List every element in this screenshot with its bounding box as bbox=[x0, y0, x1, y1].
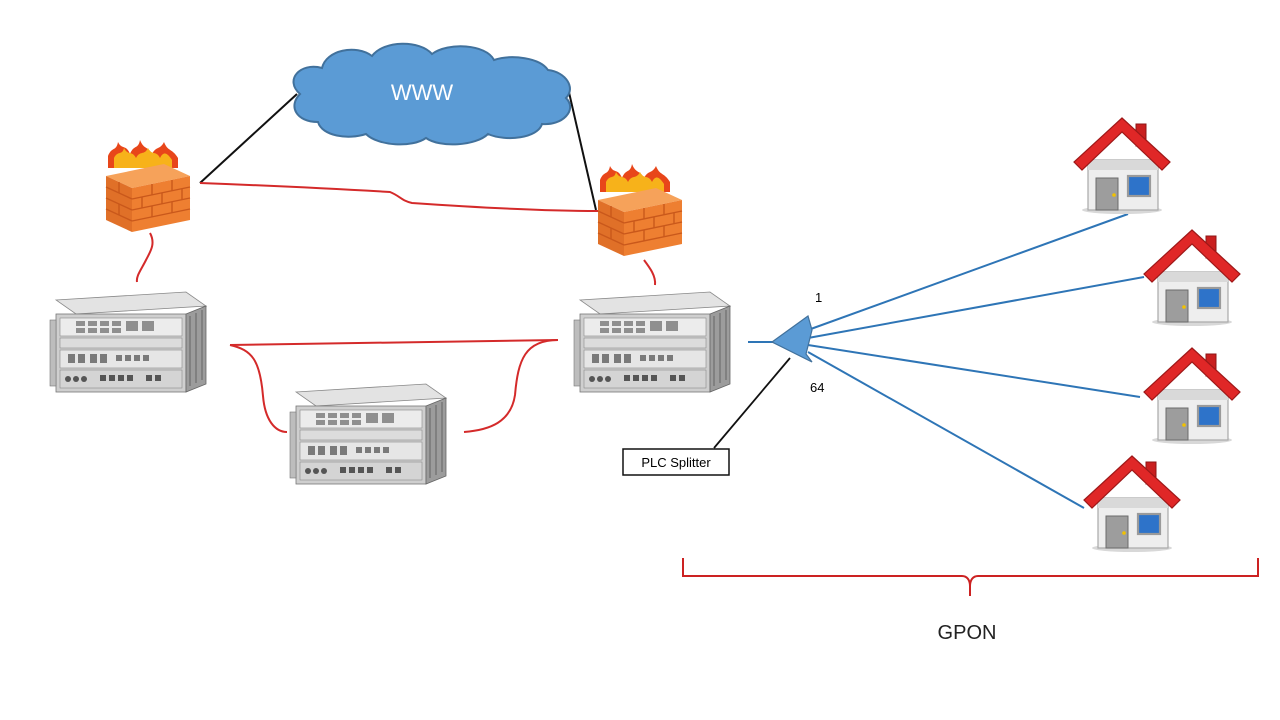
drop-fiber-2 bbox=[807, 276, 1145, 339]
firewall-olt-link-right bbox=[643, 259, 657, 286]
firewall-olt-link-left bbox=[135, 232, 154, 283]
firewall-icon bbox=[105, 139, 191, 233]
wan-link-right bbox=[567, 87, 597, 211]
house-icon bbox=[1082, 454, 1182, 554]
drop-fiber-3 bbox=[807, 344, 1141, 398]
splitter-port-first: 1 bbox=[815, 290, 822, 305]
gpon-label: GPON bbox=[938, 622, 997, 644]
wan-link-left bbox=[199, 93, 298, 184]
olt-link-top bbox=[229, 339, 559, 346]
gpon-brace bbox=[682, 558, 1259, 596]
splitter-label-box bbox=[622, 448, 730, 476]
drop-fiber-4 bbox=[807, 351, 1085, 509]
olt-link-bottom-left bbox=[229, 344, 288, 433]
olt-chassis-icon bbox=[289, 383, 447, 485]
splitter-callout-line bbox=[713, 357, 791, 449]
firewall-link bbox=[199, 182, 599, 212]
house-icon bbox=[1142, 228, 1242, 328]
splitter-port-last: 64 bbox=[810, 380, 824, 395]
olt-chassis-icon bbox=[49, 291, 207, 393]
splitter-label: PLC Splitter bbox=[641, 455, 711, 470]
cloud-label: WWW bbox=[391, 80, 454, 105]
splitter-icon bbox=[770, 315, 813, 363]
drop-fiber-1 bbox=[807, 213, 1129, 331]
olt-link-bottom-right bbox=[463, 339, 559, 433]
firewall-icon bbox=[597, 163, 683, 257]
house-icon bbox=[1142, 346, 1242, 446]
olt-chassis-icon bbox=[573, 291, 731, 393]
cloud-icon bbox=[292, 42, 572, 146]
house-icon bbox=[1072, 116, 1172, 216]
